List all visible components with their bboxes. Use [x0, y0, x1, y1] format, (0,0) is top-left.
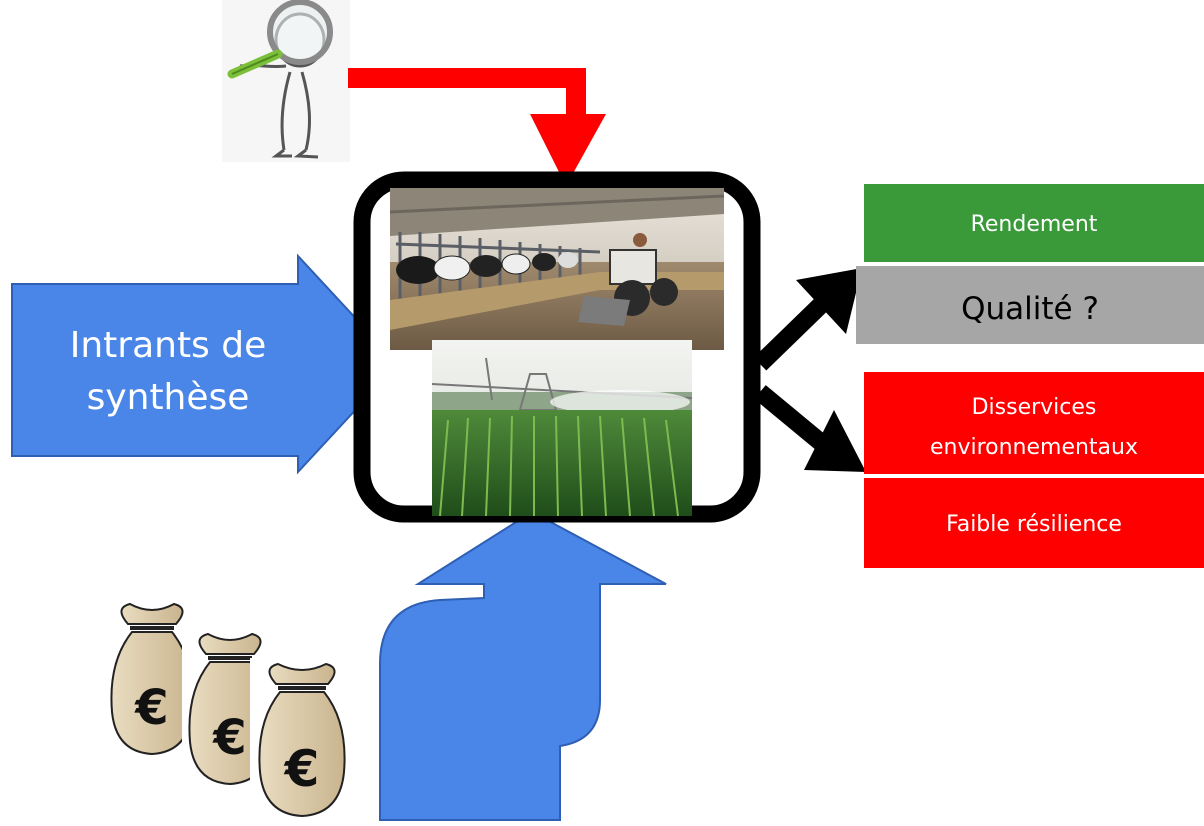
inputs-arrow: Intrants de synthèse: [11, 253, 400, 475]
irrigated-cornfield-photo: [431, 340, 693, 517]
funding-arrow: [379, 510, 667, 821]
output-rendement: Rendement: [864, 184, 1204, 262]
money-bag-icon: €: [250, 658, 354, 826]
monitoring-arrow: [348, 68, 606, 186]
euro-symbol: €: [134, 680, 168, 736]
output-resilience-label: Faible résilience: [946, 512, 1122, 537]
euro-symbol: €: [212, 710, 246, 766]
dairy-barn-photo: [389, 188, 725, 350]
inputs-arrow-line2: synthèse: [87, 377, 250, 418]
output-arrows: [753, 268, 866, 472]
output-rendement-label: Rendement: [971, 212, 1098, 237]
euro-symbol: €: [284, 740, 320, 798]
output-resilience: Faible résilience: [864, 478, 1204, 568]
output-qualite: Qualité ?: [856, 266, 1204, 344]
money-bags-group: € € €: [104, 598, 354, 826]
output-disservices: Disservices environnementaux: [864, 372, 1204, 474]
output-disservices-label-2: environnementaux: [930, 435, 1138, 460]
output-disservices-label-1: Disservices: [972, 395, 1097, 420]
output-qualite-label: Qualité ?: [961, 291, 1099, 327]
magnifier-person-icon: [222, 0, 350, 162]
inputs-arrow-line1: Intrants de: [70, 325, 267, 366]
